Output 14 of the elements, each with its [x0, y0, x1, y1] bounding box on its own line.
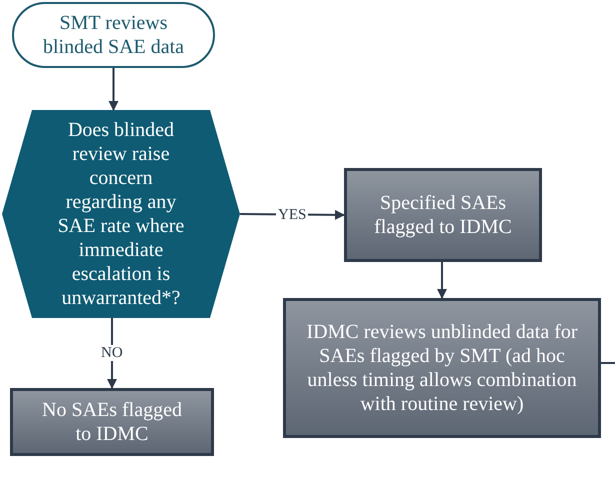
- node-text: IDMC reviews unblinded data for SAEs flagged by SMT (ad hoc unless timing allows combination with routine review): [305, 320, 579, 416]
- arrow: [108, 68, 118, 111]
- edge-label: NO: [99, 345, 125, 361]
- node-text: No SAEs flagged to IDMC: [41, 398, 183, 446]
- process-box: [283, 298, 601, 438]
- node-text: Does blinded review raise concern regarding any SAE rate where immediate escalation is unwarranted*?: [56, 118, 186, 310]
- node-text: Specified SAEs flagged to IDMC: [373, 191, 513, 239]
- process-box: [344, 168, 542, 262]
- arrow: [437, 262, 447, 299]
- process-box: [10, 388, 214, 456]
- connector-line: [601, 362, 615, 364]
- edge-label: YES: [276, 206, 308, 222]
- node-text: SMT reviews blinded SAE data: [42, 11, 185, 59]
- decision-hexagon: [2, 110, 240, 318]
